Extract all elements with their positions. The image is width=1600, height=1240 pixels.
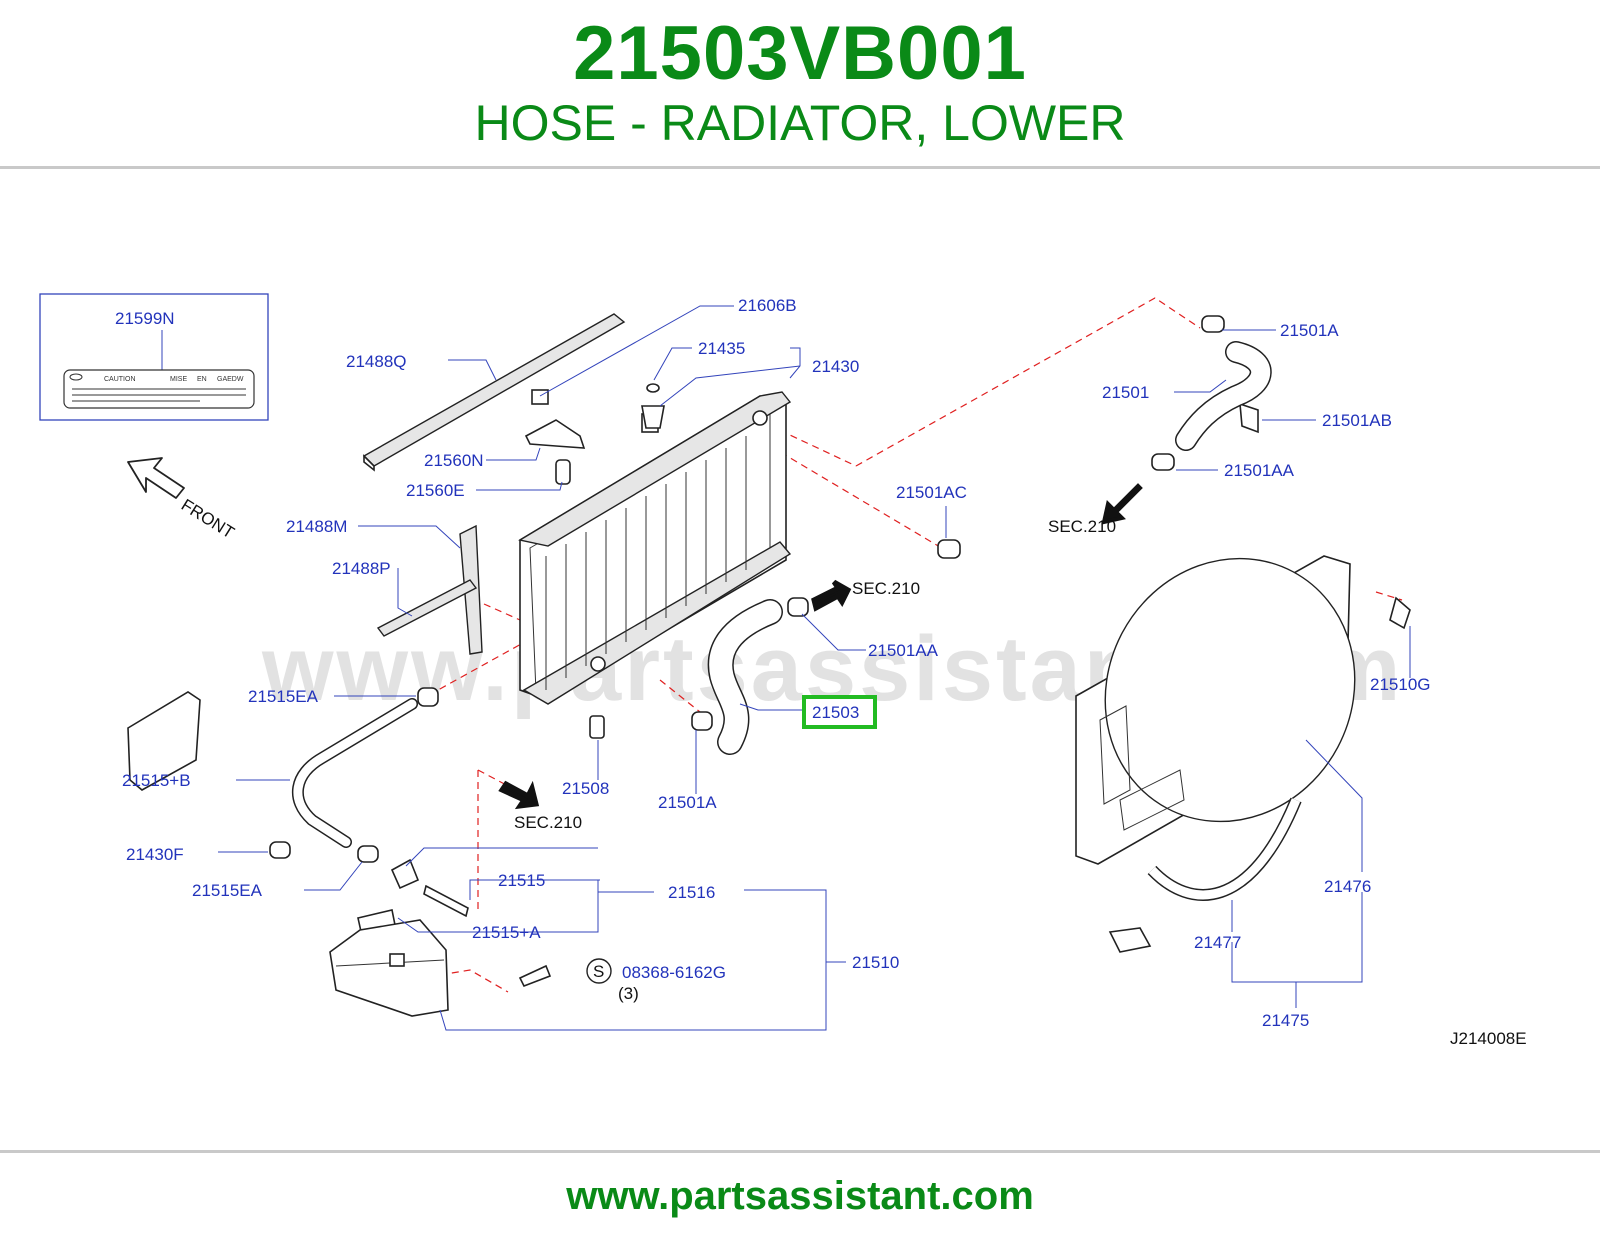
diagram-code: J214008E [1450,1029,1527,1048]
sec-label-lower: SEC.210 [514,813,582,832]
label-plate-box [39,293,269,421]
callout-21560e[interactable]: 21560E [406,481,465,500]
callout-21501ac[interactable]: 21501AC [896,483,967,502]
fan-shroud-21476 [1075,555,1356,865]
shroud-lower-21477 [1147,797,1302,901]
callout-08368-6162g[interactable]: 08368-6162G [622,963,726,982]
callout-21477[interactable]: 21477 [1194,933,1241,952]
callout-21488m[interactable]: 21488M [286,517,347,536]
callout-21488p[interactable]: 21488P [332,559,391,578]
clamp-21515ea-lower [357,845,379,863]
callout-21503-highlighted[interactable]: 21503 [812,703,859,722]
front-arrow-icon [127,457,185,499]
clamp-21501ab [1239,402,1259,434]
plate-word-en: EN [197,376,207,383]
sec-label-upper: SEC.210 [1048,517,1116,536]
highlight-box-21503 [802,695,877,729]
callout-21488q[interactable]: 21488Q [346,352,407,371]
callout-21599n[interactable]: 21599N [115,309,175,328]
nut-21606b [531,389,549,405]
screw-symbol-letter: S [593,962,604,981]
plate-word-mise: MISE [170,376,187,383]
screw-symbol [586,958,612,984]
callout-21501a-low[interactable]: 21501A [658,793,717,812]
sec210-arrow-icon-mid [811,579,852,612]
cap-21430 [641,405,665,429]
bracket-left [127,691,201,791]
seal-strip-21488p [376,579,478,637]
header-divider [0,166,1600,169]
reservoir-hose-21515b [291,698,418,848]
callout-21501aa-mid[interactable]: 21501AA [868,641,939,660]
hose-joint-21515 [423,884,469,918]
part-number-title: 21503VB001 [573,11,1027,96]
clamp-21515ea-upper [417,687,439,707]
clamp-21501a-top [1201,315,1225,333]
bushing-21560e [555,459,571,485]
seal-strip-21488q [362,313,626,472]
clamp-21430f [269,841,291,859]
drain-plug-21508 [589,715,605,739]
clamp-21501aa-mid [787,597,809,617]
callout-21476[interactable]: 21476 [1324,877,1371,896]
footer-divider [0,1150,1600,1153]
sec-label-mid: SEC.210 [852,579,920,598]
callout-21510[interactable]: 21510 [852,953,899,972]
callout-21430f[interactable]: 21430F [126,845,184,864]
part-description: HOSE - RADIATOR, LOWER [474,95,1126,151]
clamp-21501aa-top [1151,453,1175,471]
clip-21475 [1108,927,1152,953]
callout-21501ab[interactable]: 21501AB [1322,411,1392,430]
callout-21435[interactable]: 21435 [698,339,745,358]
callout-21516[interactable]: 21516 [668,883,715,902]
callout-21515ea-upper[interactable]: 21515EA [248,687,319,706]
callout-21501aa-top[interactable]: 21501AA [1224,461,1295,480]
front-label: FRONT [178,495,238,542]
seal-21435 [646,383,660,393]
clamp-21501ac [937,539,961,559]
callout-21515[interactable]: 21515 [498,871,545,890]
plate-word-caution: CAUTION [104,376,136,383]
bolt-08368 [518,964,552,988]
callout-21501a-top[interactable]: 21501A [1280,321,1339,340]
sec210-arrow-icon-upper [1101,483,1143,525]
callout-21515ea-lower[interactable]: 21515EA [192,881,263,900]
upper-hose-21501 [1175,341,1272,451]
callout-21560n[interactable]: 21560N [424,451,484,470]
callout-21515b[interactable]: 21515+B [122,771,191,790]
bolt-21510g [1389,596,1411,630]
plate-word-gaedw: GAEDW [217,376,244,383]
callout-21510g[interactable]: 21510G [1370,675,1431,694]
bracket-21560n [524,419,586,449]
callout-21515a[interactable]: 21515+A [472,923,541,942]
clamp-21501a-low [691,711,713,731]
lower-hose-21503 [707,599,783,755]
callout-21508[interactable]: 21508 [562,779,609,798]
callout-21430[interactable]: 21430 [812,357,859,376]
callout-21606b[interactable]: 21606B [738,296,797,315]
reservoir-tank-21510 [329,919,449,1017]
callout-qty-3: (3) [618,984,639,1003]
sec210-arrow-icon-lower [498,780,540,810]
footer-website: www.partsassistant.com [566,1174,1034,1218]
callout-21501[interactable]: 21501 [1102,383,1149,402]
connector-21516 [390,858,420,890]
callout-21475[interactable]: 21475 [1262,1011,1309,1030]
